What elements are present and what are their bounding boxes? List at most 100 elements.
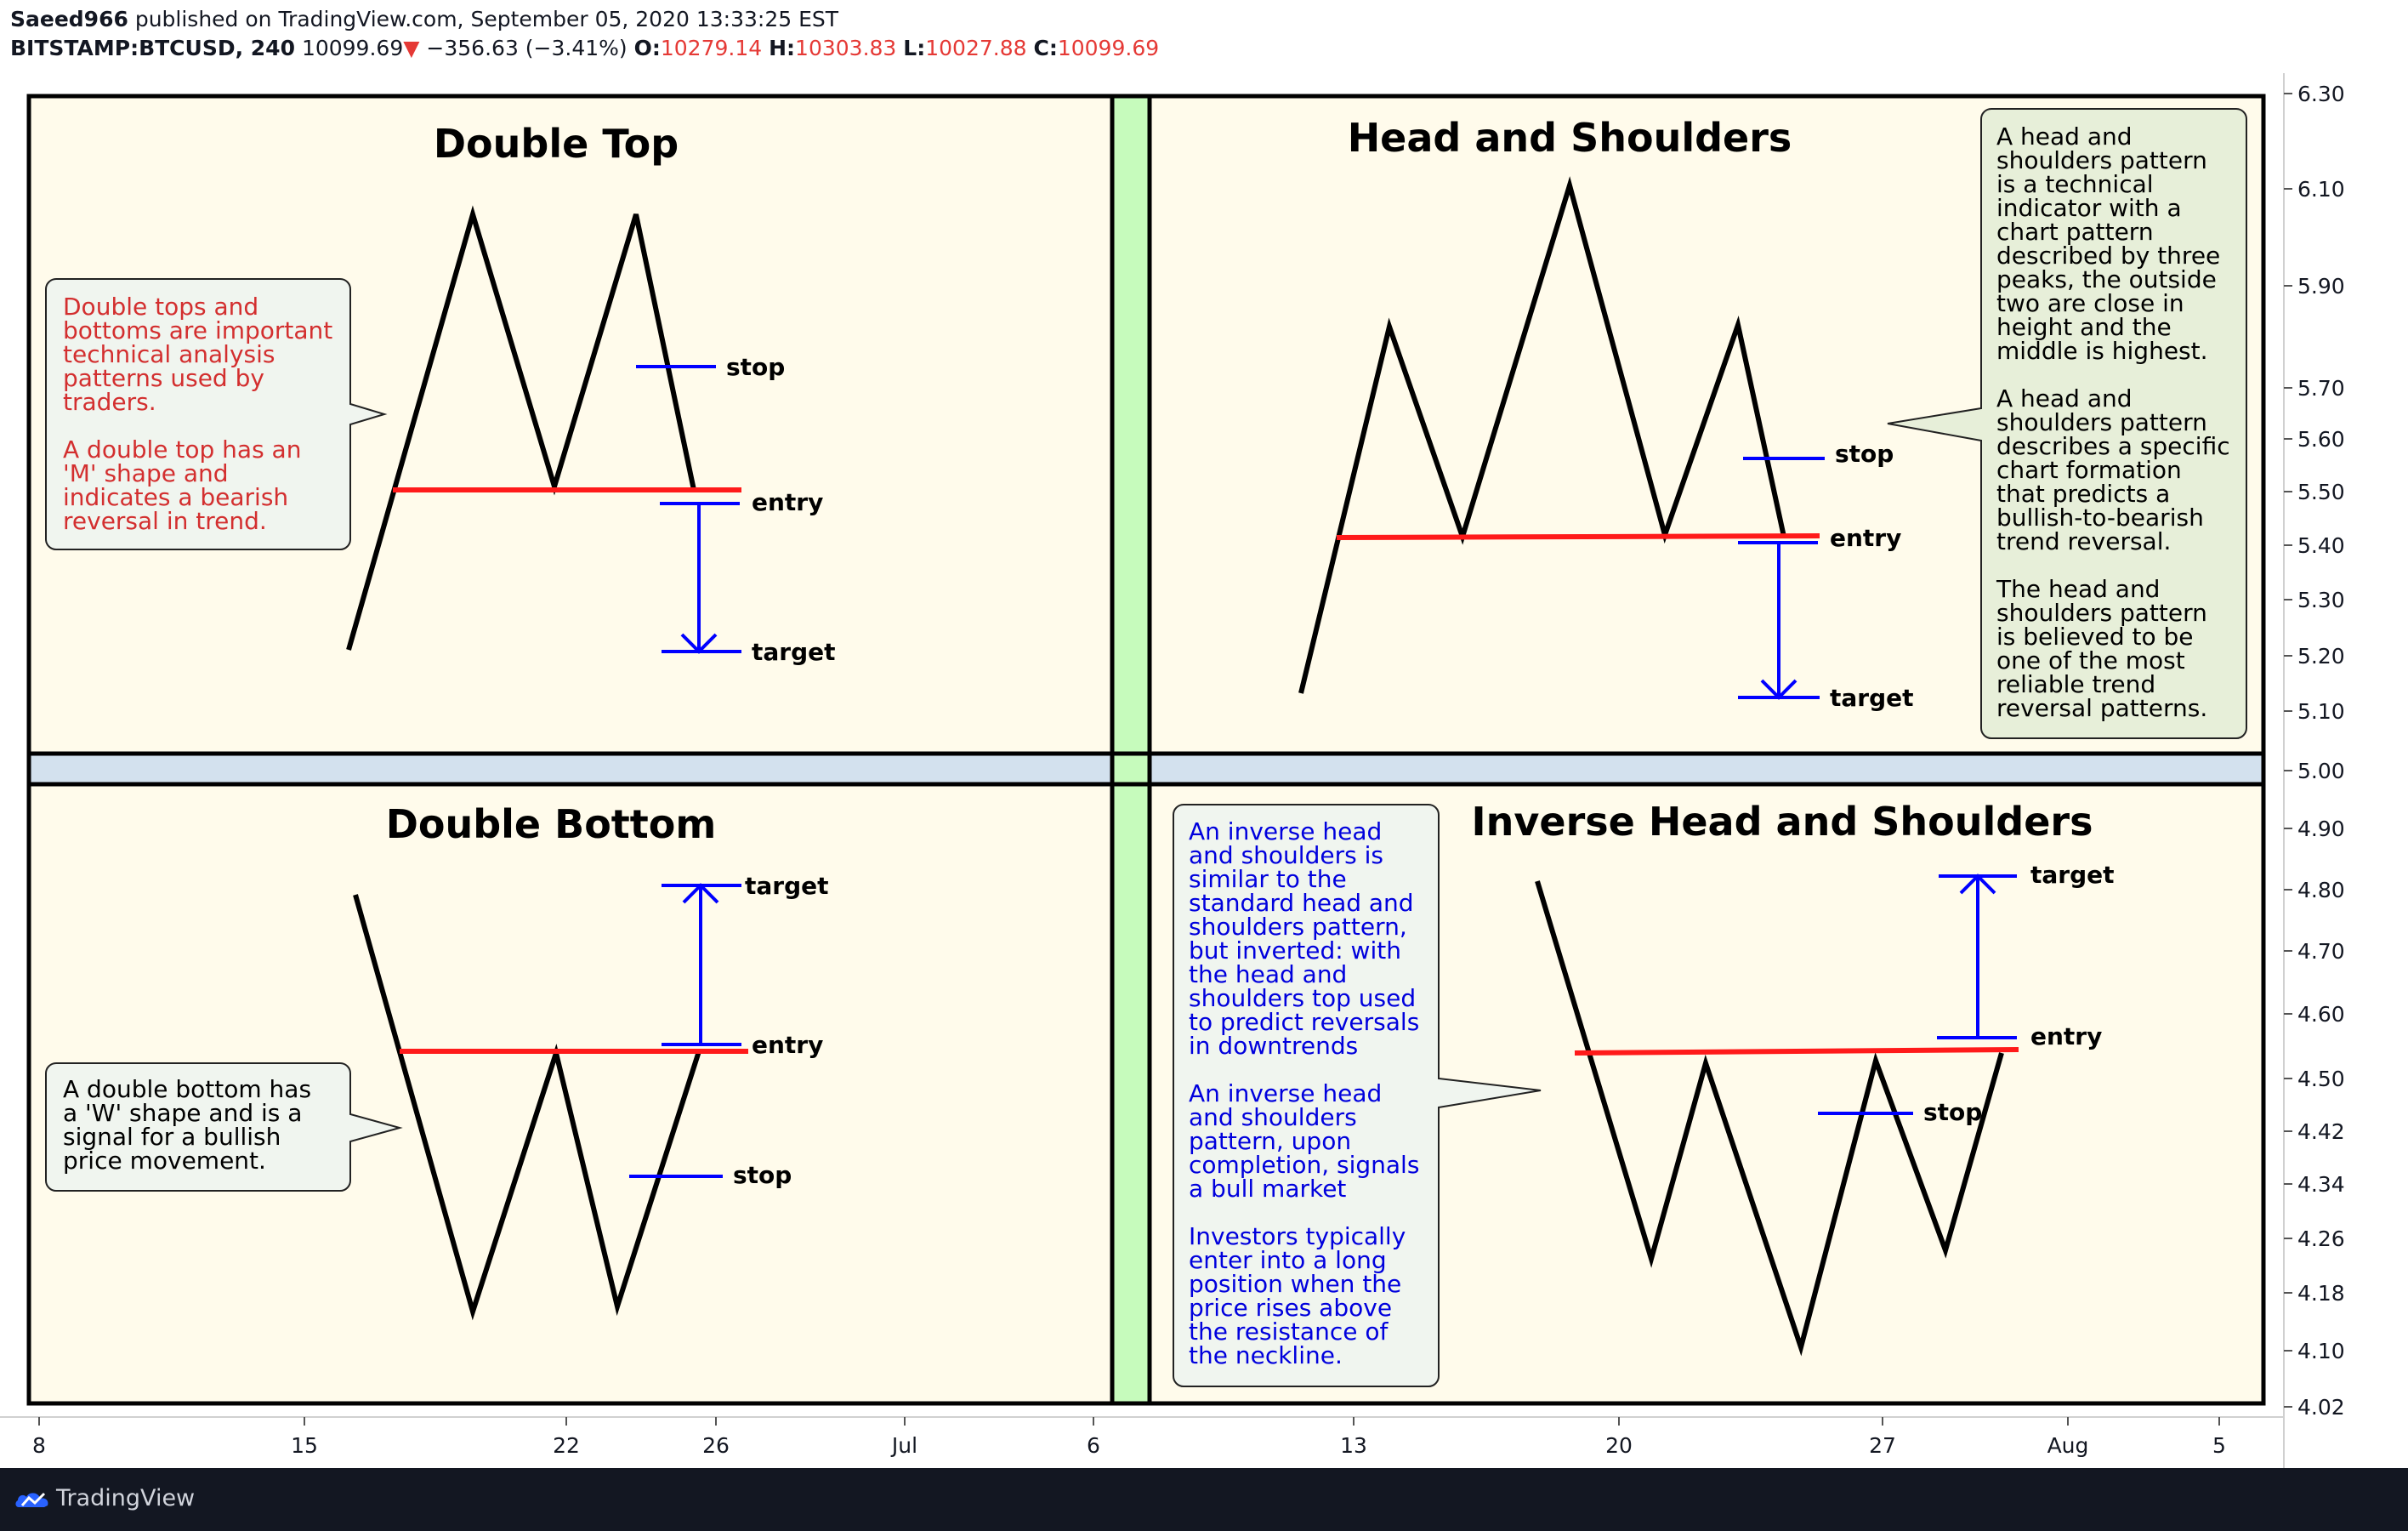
note-line: Investors typically: [1189, 1222, 1406, 1250]
price-tick-label: 5.10: [2297, 699, 2345, 724]
price-tick-label: 4.10: [2297, 1339, 2345, 1363]
double-bottom-callout: [45, 1062, 403, 1192]
inverse-hs-target: target: [2030, 861, 2115, 889]
ohlc-line: BITSTAMP:BTCUSD, 240 10099.69 ▼ −356.63 (…: [10, 36, 1159, 60]
price-tick-label: 4.18: [2297, 1281, 2345, 1306]
inverse-hs-callout: [1173, 804, 1542, 1387]
price-tick-label: 5.00: [2297, 759, 2345, 783]
note-line: in downtrends: [1189, 1032, 1358, 1060]
double-top-callout: [45, 278, 388, 550]
note-line: chart pattern: [1996, 218, 2154, 246]
note-line: shoulders pattern: [1996, 599, 2207, 627]
inverse-hs-title: Inverse Head and Shoulders: [1472, 799, 2093, 845]
note-line: Double tops and: [63, 293, 258, 321]
note-line: bullish-to-bearish: [1996, 504, 2204, 532]
time-tick-label: 20: [1605, 1433, 1633, 1458]
tradingview-logo-icon[interactable]: [14, 1485, 54, 1514]
time-tick-label: Aug: [2047, 1433, 2089, 1458]
note-line: 'M' shape and: [63, 459, 229, 487]
note-line: An inverse head: [1189, 817, 1382, 845]
price-tick-label: 4.80: [2297, 878, 2345, 902]
head-shoulders-target: target: [1830, 684, 1914, 712]
head-shoulders-callout: [1887, 108, 2247, 739]
note-line: indicator with a: [1996, 194, 2182, 222]
note-line: one of the most: [1996, 646, 2185, 674]
footer-bar: TradingView: [0, 1468, 2408, 1531]
note-line: two are close in: [1996, 289, 2184, 317]
double-bottom-levels: [629, 883, 741, 1178]
note-line: A double top has an: [63, 435, 301, 464]
note-line: describes a specific: [1996, 432, 2230, 460]
publish-line: Saeed966 published on TradingView.com, S…: [10, 7, 838, 31]
price-tick-label: 5.40: [2297, 533, 2345, 558]
note-line: shoulders pattern,: [1189, 913, 1407, 941]
price-tick-label: 5.20: [2297, 644, 2345, 669]
double-top-target: target: [752, 638, 836, 666]
chart-area[interactable]: Double Top stop entry target Double tops…: [0, 73, 2408, 1468]
head-shoulders-levels: [1738, 457, 1825, 700]
note-line: and shoulders: [1189, 1103, 1357, 1131]
price-tick-label: 4.34: [2297, 1172, 2345, 1197]
note-line: middle is highest.: [1996, 337, 2208, 365]
double-bottom-entry: entry: [752, 1031, 823, 1059]
price-tick-label: 6.10: [2297, 177, 2345, 202]
low-value: 10027.88: [925, 36, 1027, 60]
note-line: completion, signals: [1189, 1151, 1419, 1179]
note-line: A head and: [1996, 384, 2133, 413]
head-shoulders-stop: stop: [1835, 440, 1894, 468]
note-line: is believed to be: [1996, 623, 2194, 651]
note-line: reversal in trend.: [63, 507, 267, 535]
double-top-title: Double Top: [434, 121, 679, 167]
note-line: shoulders pattern: [1996, 146, 2207, 174]
price-tick-label: 4.60: [2297, 1002, 2345, 1027]
note-line: technical analysis: [63, 340, 275, 368]
inverse-hs-neckline: [1574, 1047, 2019, 1056]
time-tick-label: 6: [1087, 1433, 1100, 1458]
price-tick-label: 4.26: [2297, 1227, 2345, 1251]
note-line: shoulders pattern: [1996, 408, 2207, 436]
close-value: 10099.69: [1057, 36, 1160, 60]
tradingview-brand[interactable]: TradingView: [56, 1485, 196, 1511]
note-line: reversal patterns.: [1996, 694, 2207, 722]
head-shoulders-entry: entry: [1830, 524, 1901, 552]
time-tick-label: 13: [1340, 1433, 1367, 1458]
price-tick-label: 6.30: [2297, 82, 2345, 106]
time-tick-label: 27: [1869, 1433, 1896, 1458]
double-top-levels: [636, 365, 741, 654]
double-top-entry: entry: [752, 488, 823, 516]
double-top-stop: stop: [726, 353, 785, 381]
note-line: traders.: [63, 388, 156, 416]
time-tick-label: 22: [553, 1433, 580, 1458]
price-axis[interactable]: 6.306.105.905.705.605.505.405.305.205.10…: [2283, 73, 2345, 1468]
head-shoulders-title: Head and Shoulders: [1348, 115, 1792, 161]
note-line: chart formation: [1996, 456, 2182, 484]
note-line: price rises above: [1189, 1294, 1392, 1322]
time-tick-label: 26: [702, 1433, 730, 1458]
price-tick-label: 4.70: [2297, 939, 2345, 964]
high-value: 10303.83: [795, 36, 897, 60]
symbol-label[interactable]: BITSTAMP:BTCUSD, 240: [10, 36, 295, 60]
note-line: bottoms are important: [63, 316, 332, 344]
time-tick-label: 15: [291, 1433, 318, 1458]
note-line: trend reversal.: [1996, 527, 2171, 555]
note-line: a bull market: [1189, 1175, 1346, 1203]
vertical-separator: [1112, 96, 1150, 1403]
note-line: price movement.: [63, 1147, 266, 1175]
author-name[interactable]: Saeed966: [10, 7, 128, 31]
price-change: −356.63 (−3.41%): [426, 36, 628, 60]
inverse-hs-entry: entry: [2030, 1022, 2102, 1050]
price-tick-label: 4.90: [2297, 817, 2345, 841]
inverse-hs-line: [1535, 880, 2004, 1357]
note-line: the resistance of: [1189, 1318, 1389, 1346]
price-tick-label: 5.30: [2297, 588, 2345, 612]
note-line: An inverse head: [1189, 1079, 1382, 1107]
down-arrow-icon: ▼: [403, 36, 420, 60]
chart-svg[interactable]: Double Top stop entry target Double tops…: [0, 73, 2408, 1468]
note-line: The head and: [1996, 575, 2160, 603]
note-line: peaks, the outside: [1996, 265, 2217, 293]
